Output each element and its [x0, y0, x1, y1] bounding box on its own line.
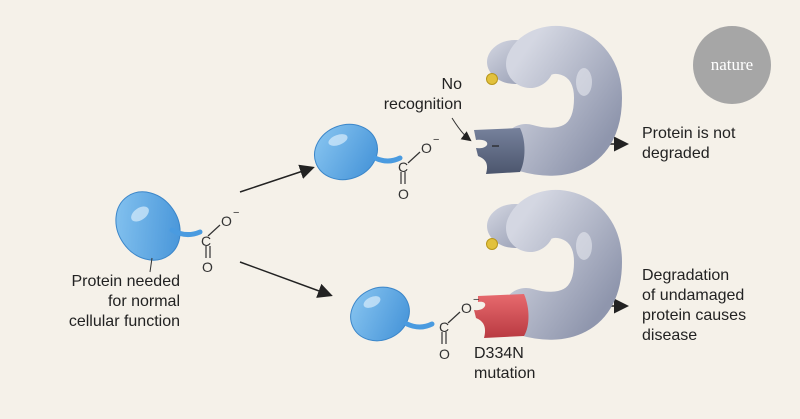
mutation-pocket: [474, 294, 529, 338]
label-protein-needed: Protein needed for normal cellular funct…: [68, 273, 180, 330]
atom-c-bottom: C: [439, 319, 450, 335]
atom-o-left-double: O: [202, 259, 213, 275]
carboxyl-left: [205, 224, 221, 258]
atom-o-bottom-double: O: [439, 346, 450, 362]
label-mutation: D334N mutation: [474, 345, 536, 382]
arrow-lower: [239, 261, 333, 298]
label-not-degraded: Protein is not degraded: [642, 125, 736, 162]
label-no-recognition: No recognition: [383, 76, 462, 113]
label-degradation: Degradation of undamaged protein causes …: [642, 267, 747, 344]
charge-left: −: [233, 207, 240, 219]
protein-left: [115, 191, 203, 273]
atom-o-bottom-single: O: [461, 300, 472, 316]
receptor-bottom: [474, 190, 623, 340]
atom-o-top-double: O: [398, 186, 409, 202]
atom-o-left-single: O: [221, 213, 232, 229]
atom-c-left: C: [201, 233, 212, 249]
pointer-no-recognition: [451, 117, 472, 142]
protein-bottom: [350, 286, 435, 342]
protein-top: [314, 123, 403, 181]
arrow-upper: [239, 164, 315, 193]
charge-bottom: −: [473, 294, 480, 306]
atom-o-top-single: O: [421, 140, 432, 156]
receptor-top: [474, 26, 623, 176]
charge-top: −: [433, 134, 440, 146]
atom-c-top: C: [398, 159, 409, 175]
nature-logo: nature: [693, 26, 771, 104]
carboxyl-bottom: [441, 311, 461, 344]
carboxyl-top: [400, 151, 421, 184]
